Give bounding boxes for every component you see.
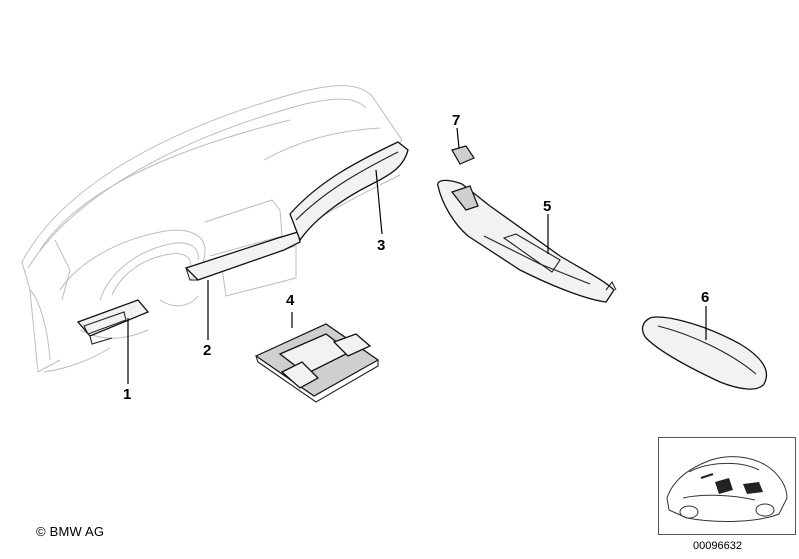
document-number: 00096632 (693, 540, 742, 552)
car-location-thumbnail-icon (666, 456, 788, 522)
callout-1: 1 (123, 386, 131, 403)
callout-7: 7 (452, 112, 460, 129)
part-7-cap (451, 145, 475, 165)
part-6-oval-trim (641, 316, 768, 390)
part-3-right-trim (289, 141, 409, 242)
part-5-door-handle-trim (437, 179, 617, 303)
part-1-left-trim (76, 299, 150, 345)
callout-6: 6 (701, 289, 709, 306)
copyright-notice: © BMW AG (36, 524, 105, 539)
callout-3: 3 (377, 237, 385, 254)
car-location-thumbnail (658, 437, 796, 535)
callout-5: 5 (543, 198, 551, 215)
leader-lines (127, 127, 707, 384)
part-2-center-trim (184, 231, 301, 281)
dashboard-outline (21, 85, 403, 373)
callout-2: 2 (203, 342, 211, 359)
part-4-gearshift-trim (254, 323, 380, 403)
callout-4: 4 (286, 292, 295, 309)
